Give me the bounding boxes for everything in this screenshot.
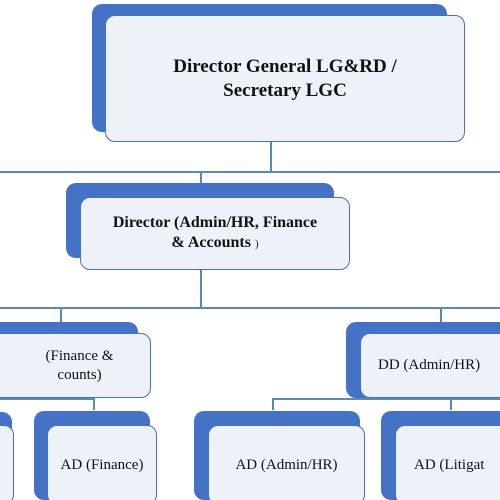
connector-line bbox=[200, 270, 202, 308]
node-label: DD (Admin/HR) bbox=[378, 357, 481, 373]
node-label: AD (Finance) bbox=[60, 456, 144, 473]
node-label: AD (Admin/HR) bbox=[235, 456, 338, 473]
node-label: Director (Admin/HR, Finance & Accounts ) bbox=[113, 213, 317, 254]
connector-line bbox=[272, 398, 274, 410]
node-label: AD (Litigat bbox=[414, 456, 485, 473]
node-partial-left bbox=[0, 425, 14, 500]
connector-line bbox=[93, 398, 95, 410]
connector-line bbox=[270, 142, 272, 172]
connector-line bbox=[272, 398, 500, 400]
node-director: Director (Admin/HR, Finance & Accounts ) bbox=[80, 197, 350, 270]
node-dd-admin: DD (Admin/HR) bbox=[360, 333, 500, 398]
connector-line bbox=[440, 309, 442, 323]
node-director-general: Director General LG&RD / Secretary LGC bbox=[105, 15, 465, 142]
node-label: (Finance & counts) bbox=[45, 347, 114, 383]
connector-line bbox=[200, 173, 202, 183]
node-label: Director General LG&RD / Secretary LGC bbox=[173, 55, 397, 101]
node-ad-finance: AD (Finance) bbox=[47, 425, 157, 500]
node-ad-admin: AD (Admin/HR) bbox=[208, 425, 365, 500]
connector-line bbox=[450, 398, 452, 410]
connector-line bbox=[60, 309, 62, 323]
node-label-suffix: ) bbox=[254, 238, 259, 250]
connector-line bbox=[0, 171, 500, 173]
connector-line bbox=[0, 307, 500, 309]
node-dd-finance: (Finance & counts) bbox=[0, 333, 151, 398]
node-label-text: Director (Admin/HR, Finance & Accounts bbox=[112, 214, 318, 251]
connector-line bbox=[0, 398, 95, 400]
node-ad-litigation: AD (Litigat bbox=[395, 425, 500, 500]
